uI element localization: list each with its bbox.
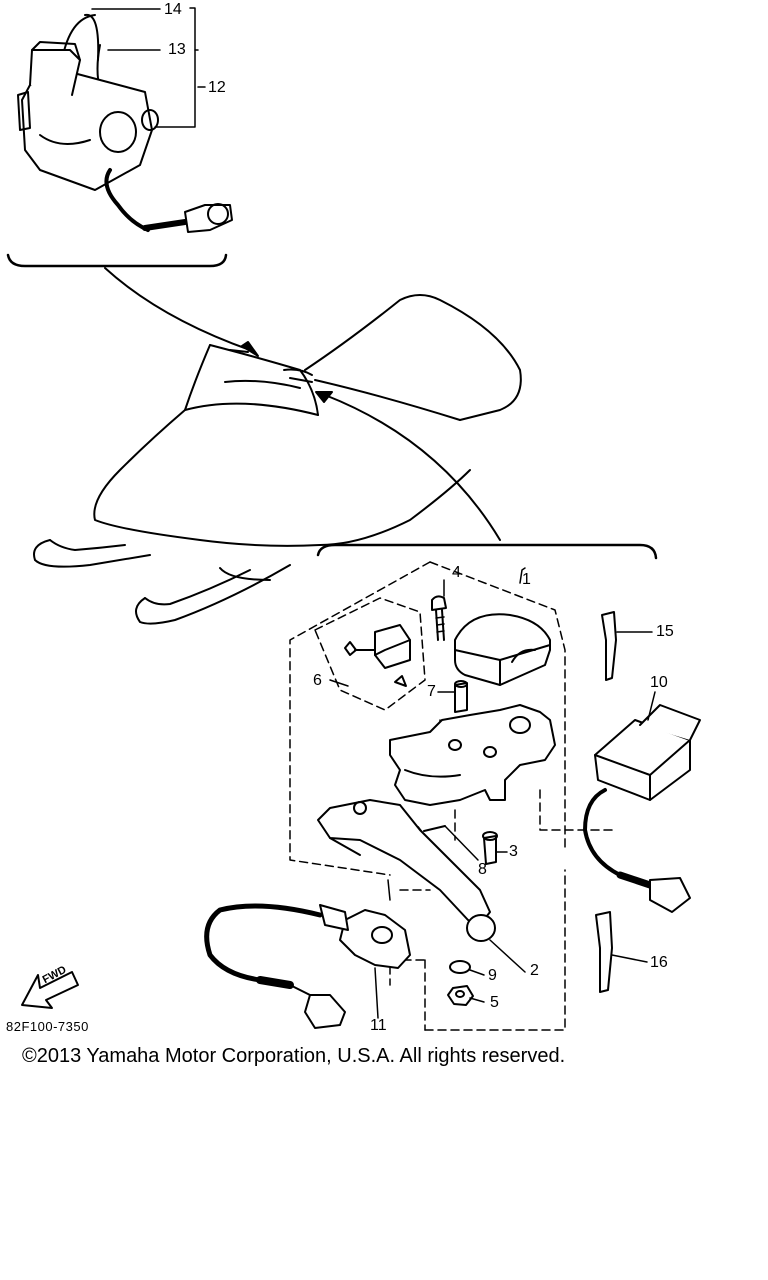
copyright-notice: ©2013 Yamaha Motor Corporation, U.S.A. A… <box>22 1045 566 1067</box>
callout-1: 1 <box>522 571 531 588</box>
assembly-1-parts <box>204 595 556 1029</box>
inset-switch-assembly <box>6 7 233 268</box>
callout-13: 13 <box>168 41 186 58</box>
callout-14: 14 <box>164 1 182 18</box>
cable-ties <box>595 611 617 993</box>
callout-2: 2 <box>530 962 539 979</box>
callout-11: 11 <box>370 1017 387 1034</box>
snowmobile-outline <box>33 267 658 625</box>
callout-5: 5 <box>490 994 499 1011</box>
drawing-code: 82F100-7350 <box>6 1019 89 1034</box>
fwd-arrow-icon <box>21 971 79 1009</box>
callout-4: 4 <box>452 564 461 581</box>
callout-16: 16 <box>650 954 668 971</box>
callout-6: 6 <box>313 672 322 689</box>
callout-9: 9 <box>488 967 497 984</box>
leader-lines <box>329 567 656 1019</box>
callout-15: 15 <box>656 623 674 640</box>
callout-3: 3 <box>509 843 518 860</box>
callout-10: 10 <box>650 674 668 691</box>
relay-10 <box>583 704 701 913</box>
callout-7: 7 <box>427 683 436 700</box>
exploded-parts-diagram <box>6 7 701 1031</box>
callout-8: 8 <box>478 861 487 878</box>
callout-12: 12 <box>208 79 226 96</box>
